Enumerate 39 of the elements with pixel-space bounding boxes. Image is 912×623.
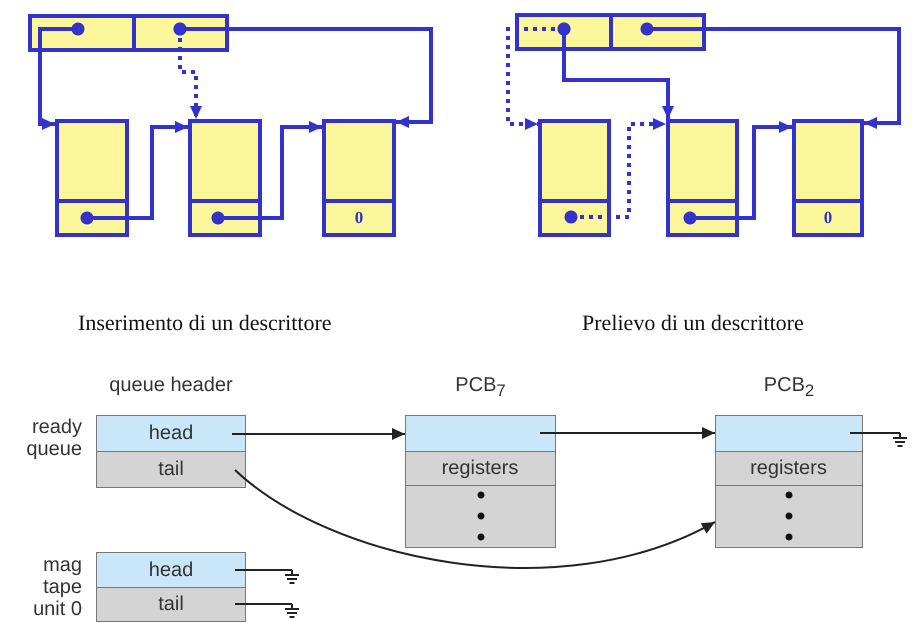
block-heading: PCB$_{2}$ <box>764 374 814 396</box>
descriptor-box <box>55 119 129 237</box>
descriptor-box <box>666 119 739 237</box>
queue-name: mag tape unit 0 <box>32 554 82 620</box>
pointer-arrow <box>234 469 716 569</box>
pointer-arrow <box>232 428 405 440</box>
queue-block <box>96 552 246 622</box>
queue-name: ready queue <box>25 416 82 460</box>
descriptor-box <box>188 119 262 237</box>
null-value: 0 <box>354 208 364 228</box>
descriptor-box <box>538 119 611 237</box>
field-cell <box>714 414 862 452</box>
field-cell <box>404 414 556 452</box>
block-heading: queue header <box>109 374 233 396</box>
field-label: head <box>148 422 194 445</box>
pointer-arrow <box>540 427 715 439</box>
descriptor-box <box>322 119 396 237</box>
pointer-arrow <box>564 118 666 224</box>
pointer-arrow <box>174 22 433 128</box>
pointer-arrow <box>38 22 84 130</box>
pointer-arrow <box>80 121 188 224</box>
field-cell <box>96 587 246 622</box>
field-label: registers <box>442 456 518 480</box>
field-label: head <box>148 558 194 582</box>
field-cell <box>96 552 246 588</box>
pointer-arrow <box>558 22 674 119</box>
field-label: tail <box>158 593 184 616</box>
null-value: 0 <box>824 208 832 228</box>
field-cell <box>96 451 246 488</box>
pointer-arrow <box>212 121 322 224</box>
block-heading: PCB$_{7}$ <box>455 374 506 396</box>
pointer-arrow <box>640 22 901 129</box>
caption: Prelievo di un descrittore <box>582 310 804 336</box>
pointer-arrow <box>684 121 792 224</box>
descriptor-box <box>792 119 864 237</box>
field-cell <box>96 415 246 452</box>
field-label: tail <box>158 458 184 481</box>
field-label: registers <box>750 456 827 480</box>
caption: Inserimento di un descrittore <box>78 310 332 336</box>
